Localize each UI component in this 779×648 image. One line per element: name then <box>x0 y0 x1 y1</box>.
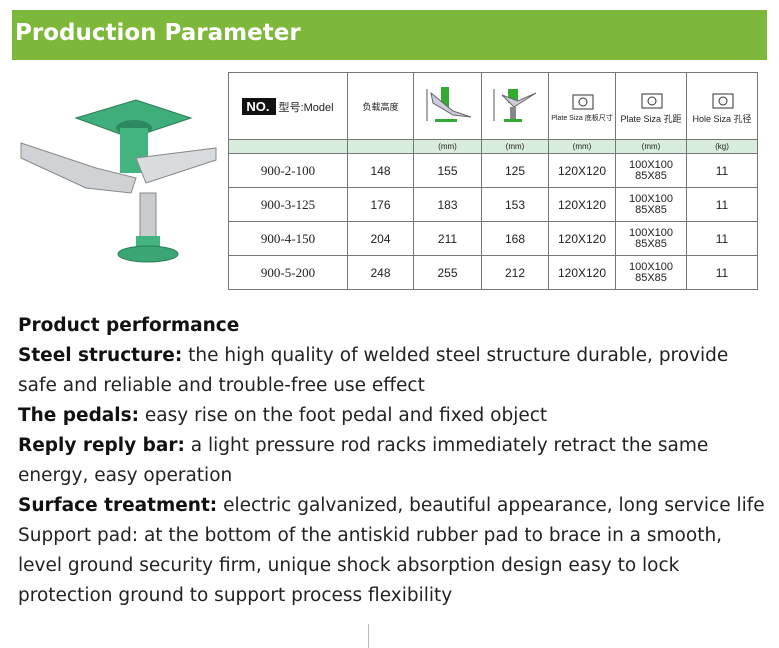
perf-label: Steel structure: <box>18 345 183 366</box>
h1-cell: 155 <box>413 153 482 188</box>
kg-cell: 11 <box>686 153 758 188</box>
hole-icon <box>712 93 734 108</box>
height-raised-icon <box>493 89 537 122</box>
kg-cell: 11 <box>686 255 758 290</box>
unit-cell: (mm) <box>481 139 549 154</box>
perf-item: Reply reply bar: a light pressure rod ra… <box>18 431 768 491</box>
parameter-table: NO.型号:Model 负载高度 Plate Siza 底板尺寸 Plate S… <box>228 72 758 290</box>
hole1: 100X100 <box>628 192 674 205</box>
hole1: 100X100 <box>628 226 674 239</box>
support-pad-text: Support pad: at the bottom of the antisk… <box>18 525 723 606</box>
no-label: NO. <box>242 97 276 115</box>
h2-cell: 125 <box>481 153 549 188</box>
model-label: 型号:Model <box>278 101 334 114</box>
hole2: 85X85 <box>635 237 667 250</box>
hole2: 85X85 <box>635 169 667 182</box>
kg-cell: 11 <box>686 187 758 222</box>
model-header: NO.型号:Model <box>228 72 348 140</box>
plate-cell: 120X120 <box>548 255 616 290</box>
performance-section: Product performance Steel structure: the… <box>18 311 768 611</box>
unit-cell: (mm) <box>615 139 687 154</box>
unit-cell <box>228 139 348 154</box>
plate-hole-icon <box>641 93 663 108</box>
hole2: 85X85 <box>635 271 667 284</box>
hole2: 85X85 <box>635 203 667 216</box>
perf-item: Steel structure: the high quality of wel… <box>18 341 768 401</box>
height-diagram-2 <box>481 72 549 140</box>
load-cell: 176 <box>347 187 414 222</box>
hole1: 100X100 <box>628 158 674 171</box>
plate-cell: 120X120 <box>548 221 616 256</box>
load-cell: 148 <box>347 153 414 188</box>
h2-cell: 212 <box>481 255 549 290</box>
units-row: (mm)(mm)(mm)(mm)(kg) <box>228 139 758 154</box>
perf-label: Surface treatment: <box>18 495 218 516</box>
floor-lock-product-image <box>20 99 217 263</box>
performance-heading: Product performance <box>18 315 240 336</box>
model-cell: 900-4-150 <box>228 221 348 256</box>
plate-hole-header: Plate Siza 孔距 <box>615 72 687 140</box>
model-cell: 900-5-200 <box>228 255 348 290</box>
h2-cell: 153 <box>481 187 549 222</box>
kg-cell: 11 <box>686 221 758 256</box>
unit-cell: (mm) <box>548 139 616 154</box>
perf-label: Reply reply bar: <box>18 435 185 456</box>
plate-icon <box>572 94 594 110</box>
perf-text: electric galvanized, beautiful appearanc… <box>217 495 765 516</box>
load-height-header: 负载高度 <box>347 72 414 140</box>
load-cell: 204 <box>347 221 414 256</box>
perf-text: easy rise on the foot pedal and fixed ob… <box>139 405 548 426</box>
h2-cell: 168 <box>481 221 549 256</box>
h1-cell: 183 <box>413 187 482 222</box>
perf-item: The pedals: easy rise on the foot pedal … <box>18 401 768 431</box>
hole-size-header: Hole Siza 孔径 <box>686 72 758 140</box>
title-bar: Production Parameter <box>12 10 767 60</box>
plate-size-header: Plate Siza 底板尺寸 <box>548 72 616 140</box>
hole1: 100X100 <box>628 260 674 273</box>
h1-cell: 255 <box>413 255 482 290</box>
model-cell: 900-2-100 <box>228 153 348 188</box>
perf-item: Surface treatment: electric galvanized, … <box>18 491 768 521</box>
unit-cell: (mm) <box>413 139 482 154</box>
unit-cell: (kg) <box>686 139 758 154</box>
divider <box>368 624 369 648</box>
page-title: Production Parameter <box>15 20 301 46</box>
perf-text: the high quality of welded steel structu… <box>18 345 729 396</box>
plate-size-label: Plate Siza 底板尺寸 <box>551 115 613 122</box>
height-diagram-1 <box>413 72 482 140</box>
model-cell: 900-3-125 <box>228 187 348 222</box>
h1-cell: 211 <box>413 221 482 256</box>
load-cell: 248 <box>347 255 414 290</box>
plate-hole-label: Plate Siza 孔距 <box>620 113 682 124</box>
plate-cell: 120X120 <box>548 153 616 188</box>
perf-label: The pedals: <box>18 405 140 426</box>
perf-text: a light pressure rod racks immediately r… <box>18 435 709 486</box>
plate-cell: 120X120 <box>548 187 616 222</box>
unit-cell <box>347 139 414 154</box>
height-lowered-icon <box>426 87 471 122</box>
hole-size-label: Hole Siza 孔径 <box>692 113 752 124</box>
